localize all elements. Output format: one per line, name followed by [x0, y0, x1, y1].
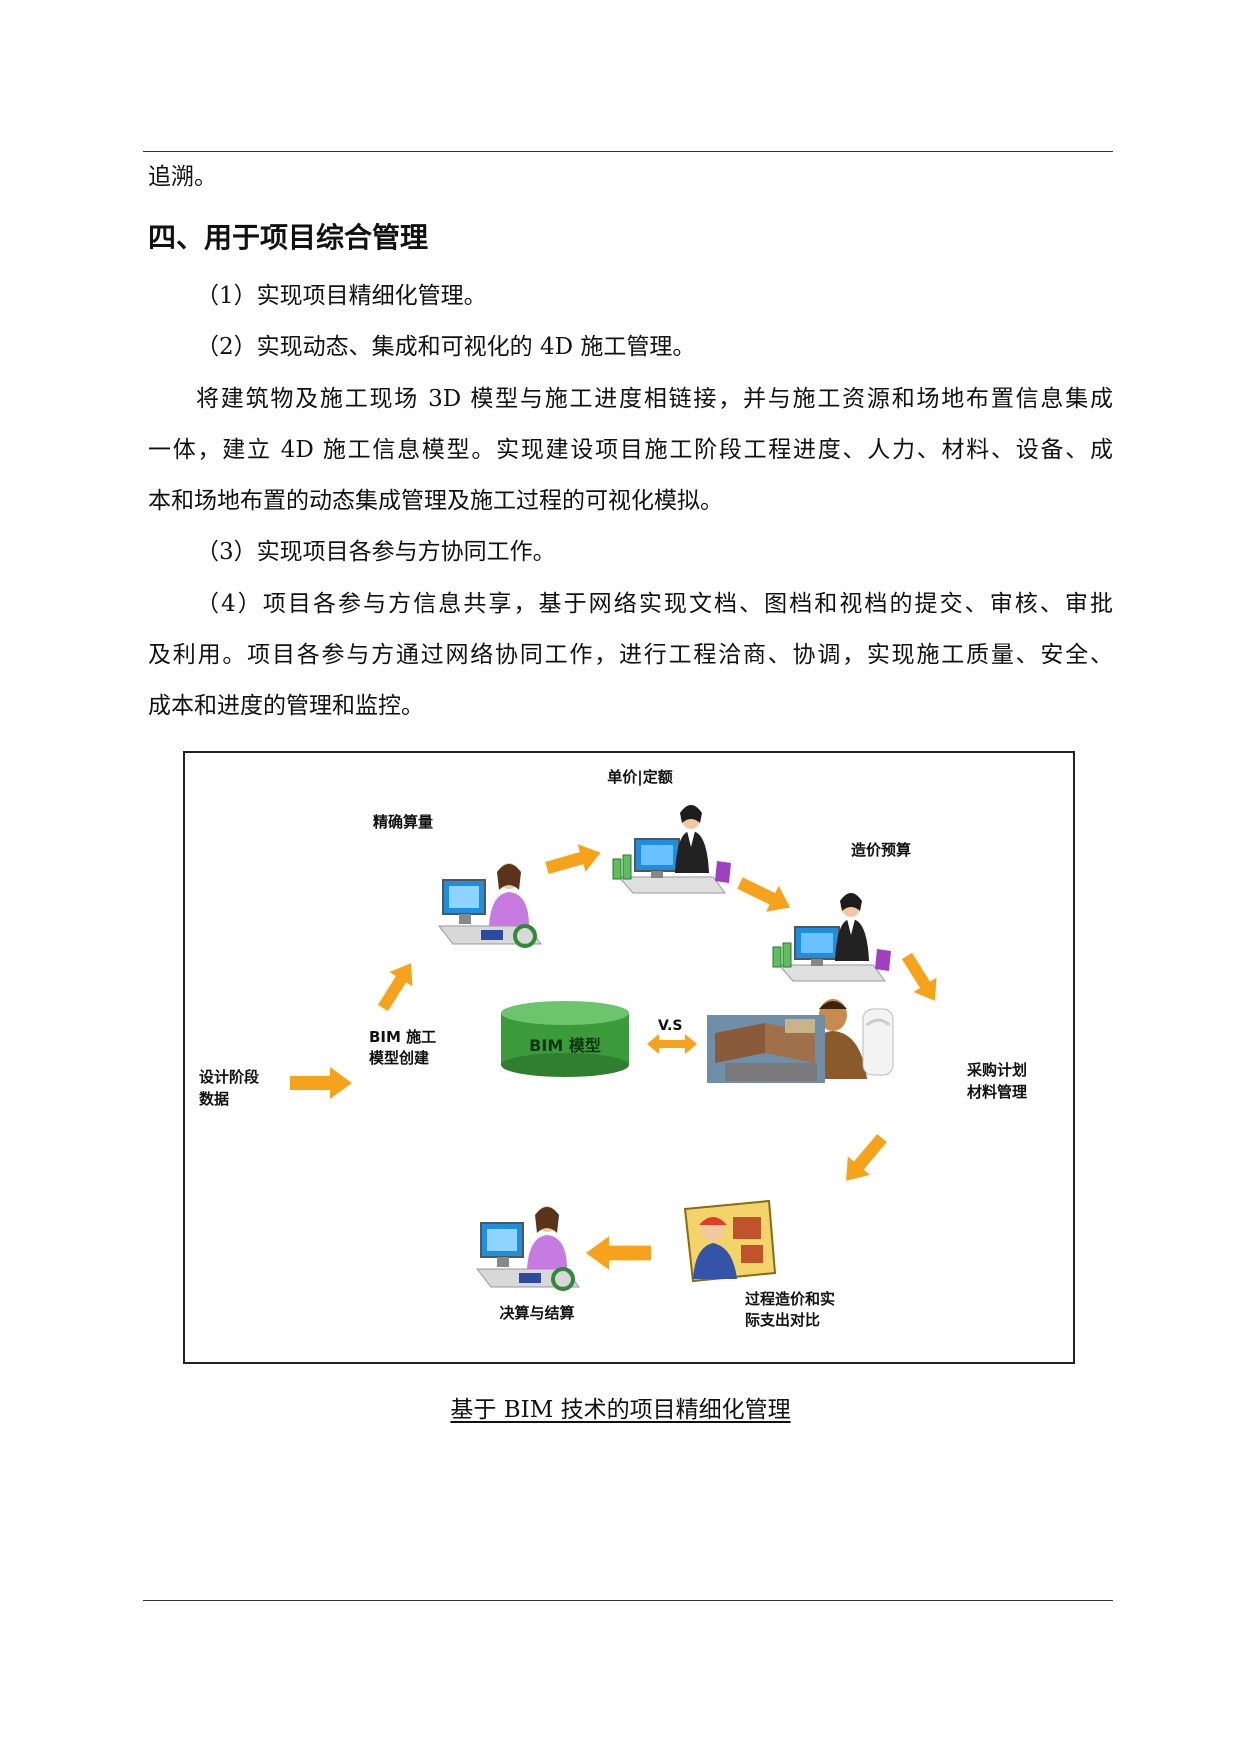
arrow-procurement-to-process — [835, 1128, 894, 1191]
vs-double-arrow — [647, 1034, 697, 1054]
label-procurement-1: 采购计划 — [966, 1061, 1027, 1079]
label-process-cost-1: 过程造价和实 — [745, 1290, 835, 1308]
paragraph-line: 及利用。项目各参与方通过网络协同工作，进行工程洽商、协调，实现施工质量、安全、 — [148, 642, 1113, 668]
label-design-data-2: 数据 — [199, 1090, 229, 1108]
item-3: （3）实现项目各参与方协同工作。 — [196, 539, 556, 565]
arrow-quantity-to-price — [543, 838, 605, 882]
section-heading: 四、用于项目综合管理 — [148, 221, 429, 254]
arrow-bim-to-quantity — [371, 956, 423, 1016]
bim-management-diagram: 单价|定额 精确算量 造价预算 BIM 施工 模型创建 设计阶段 数据 BIM … — [183, 751, 1075, 1364]
diagram-canvas: 单价|定额 精确算量 造价预算 BIM 施工 模型创建 设计阶段 数据 BIM … — [199, 768, 1027, 1329]
label-unit-price: 单价|定额 — [607, 768, 672, 787]
arrow-price-to-budget — [733, 870, 797, 921]
paragraph-line: 将建筑物及施工现场 3D 模型与施工进度相链接，并与施工资源和场地布置信息集成 — [196, 386, 1113, 412]
label-design-data-1: 设计阶段 — [199, 1068, 259, 1086]
arrow-budget-to-procurement — [895, 948, 947, 1008]
arrow-process-to-settlement — [585, 1236, 651, 1270]
paragraph-line: 成本和进度的管理和监控。 — [148, 693, 424, 719]
header-rule — [143, 151, 1113, 152]
label-procurement-2: 材料管理 — [967, 1083, 1027, 1101]
paragraph-line: 一体，建立 4D 施工信息模型。实现建设项目施工阶段工程进度、人力、材料、设备、… — [148, 437, 1113, 463]
process-cost-illustration — [683, 1199, 777, 1283]
label-precise-quantity: 精确算量 — [373, 813, 433, 831]
quantity-worker-illustration — [437, 861, 543, 948]
arrow-design-to-bim — [290, 1067, 352, 1099]
budget-clerk-illustration — [772, 892, 892, 982]
paragraph-line: （4）项目各参与方信息共享，基于网络实现文档、图档和视档的提交、审核、审批 — [196, 591, 1113, 617]
item-2: （2）实现动态、集成和可视化的 4D 施工管理。 — [196, 334, 696, 360]
label-vs: V.S — [658, 1018, 682, 1034]
item-1: （1）实现项目精细化管理。 — [196, 283, 487, 309]
figure-caption-text: 基于 BIM 技术的项目精细化管理 — [450, 1397, 791, 1423]
label-process-cost-2: 际支出对比 — [745, 1311, 820, 1329]
pricing-clerk-illustration — [612, 804, 732, 894]
figure-caption: 基于 BIM 技术的项目精细化管理 — [0, 1390, 1241, 1430]
label-bim-construction-1: BIM 施工 — [369, 1028, 436, 1046]
footer-rule — [143, 1600, 1113, 1601]
bim-model-cylinder — [501, 1001, 629, 1077]
intro-line: 追溯。 — [148, 164, 217, 190]
label-bim-construction-2: 模型创建 — [369, 1049, 430, 1067]
label-cost-budget: 造价预算 — [851, 841, 911, 859]
label-final-accounts: 决算与结算 — [499, 1304, 574, 1322]
settlement-worker-illustration — [475, 1204, 581, 1291]
paragraph-line: 本和场地布置的动态集成管理及施工过程的可视化模拟。 — [148, 488, 723, 514]
building-3d-image — [707, 1015, 825, 1083]
label-bim-model: BIM 模型 — [529, 1036, 601, 1055]
